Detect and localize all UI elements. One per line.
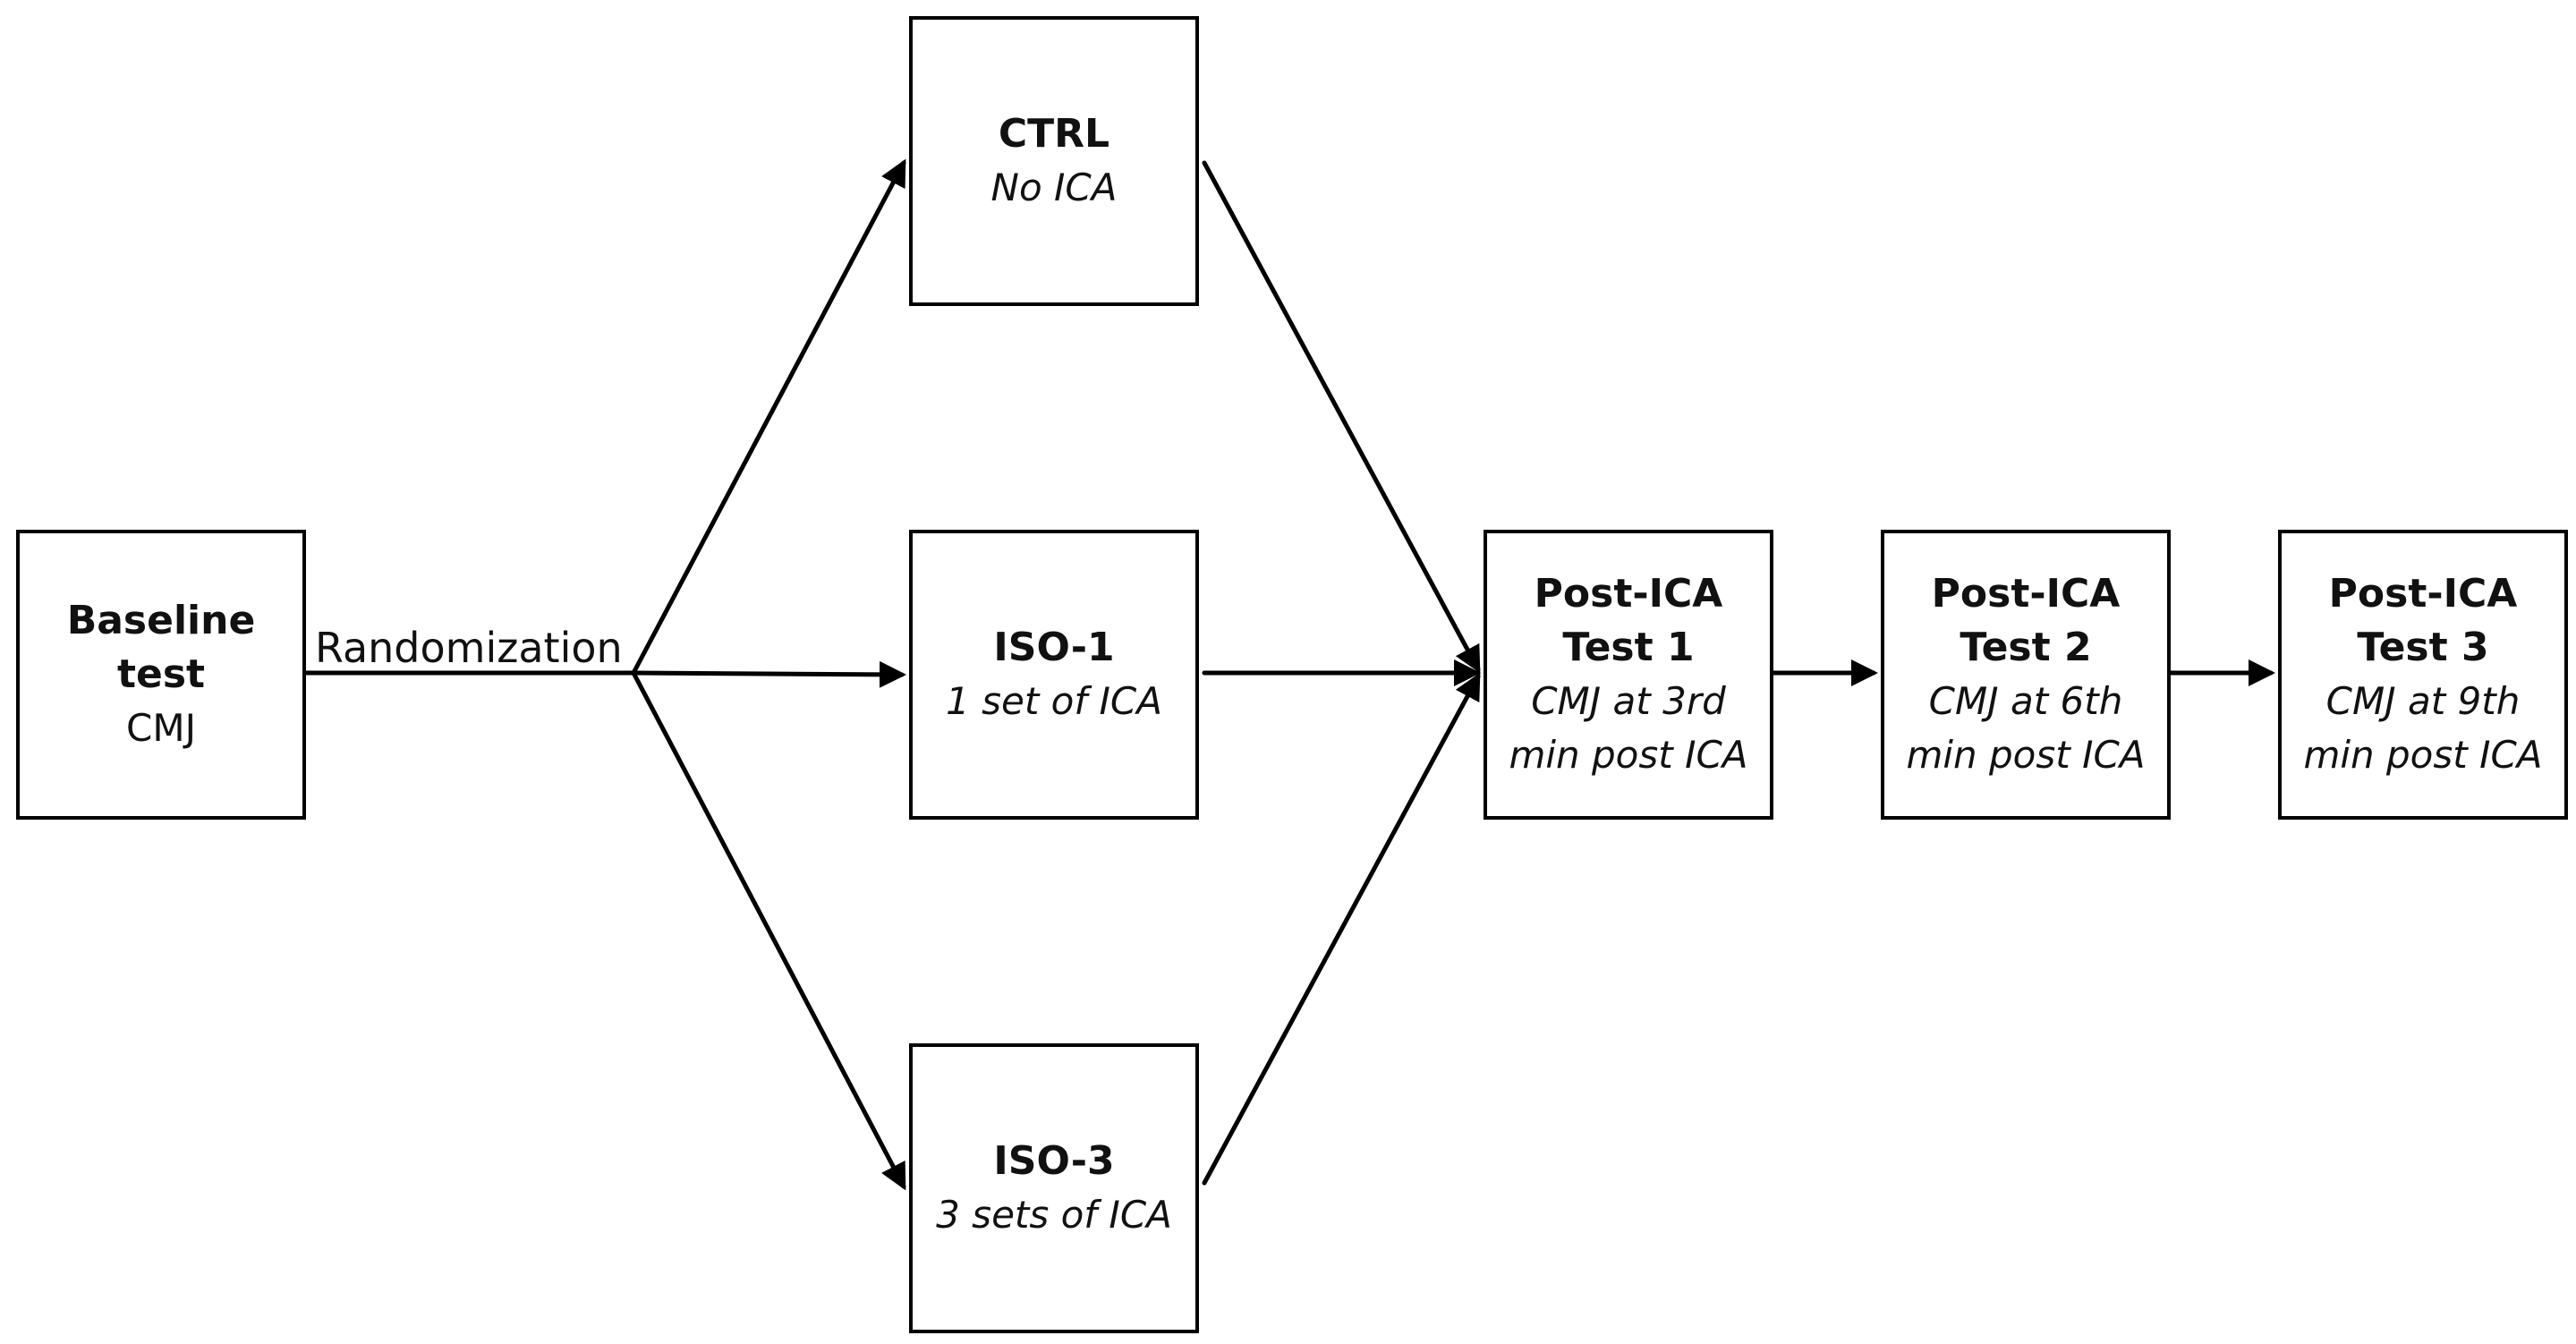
iso-1-title: ISO-1 [993,625,1115,670]
iso-1-subtitle: 1 set of ICA [946,679,1162,723]
post-ica-test-1-box: Post-ICA Test 1 CMJ at 3rd min post ICA [1484,530,1773,820]
post-ica-test-2-title: Post-ICA Test 2 [1931,571,2121,670]
baseline-test-box: Baseline test CMJ [16,530,306,820]
edge-split-to-iso3 [631,670,906,1191]
iso-1-box: ISO-1 1 set of ICA [909,530,1199,820]
post-ica-test-1-subtitle: CMJ at 3rd min post ICA [1509,679,1748,777]
iso-3-box: ISO-3 3 sets of ICA [909,1043,1199,1333]
post-ica-test-3-subtitle: CMJ at 9th min post ICA [2303,679,2543,777]
baseline-test-subtitle: CMJ [126,706,196,750]
post-ica-test-1-title: Post-ICA Test 1 [1534,571,1723,670]
ctrl-box: CTRL No ICA [909,16,1199,306]
edge-split-to-iso1 [631,660,906,688]
ctrl-title: CTRL [998,111,1110,157]
randomization-label: Randomization [315,624,623,672]
post-ica-test-3-title: Post-ICA Test 3 [2328,571,2518,670]
ctrl-subtitle: No ICA [990,166,1118,209]
edge-split-to-ctrl [631,158,906,676]
iso-3-subtitle: 3 sets of ICA [936,1193,1172,1237]
post-ica-test-2-subtitle: CMJ at 6th min post ICA [1906,679,2146,777]
baseline-test-title: Baseline test [66,598,256,697]
post-ica-test-3-box: Post-ICA Test 3 CMJ at 9th min post ICA [2278,530,2568,820]
edge-ctrl-to-post1 [1202,160,1481,674]
edge-iso3-to-post1 [1202,672,1481,1186]
iso-3-title: ISO-3 [993,1138,1115,1184]
post-ica-test-2-box: Post-ICA Test 2 CMJ at 6th min post ICA [1881,530,2171,820]
